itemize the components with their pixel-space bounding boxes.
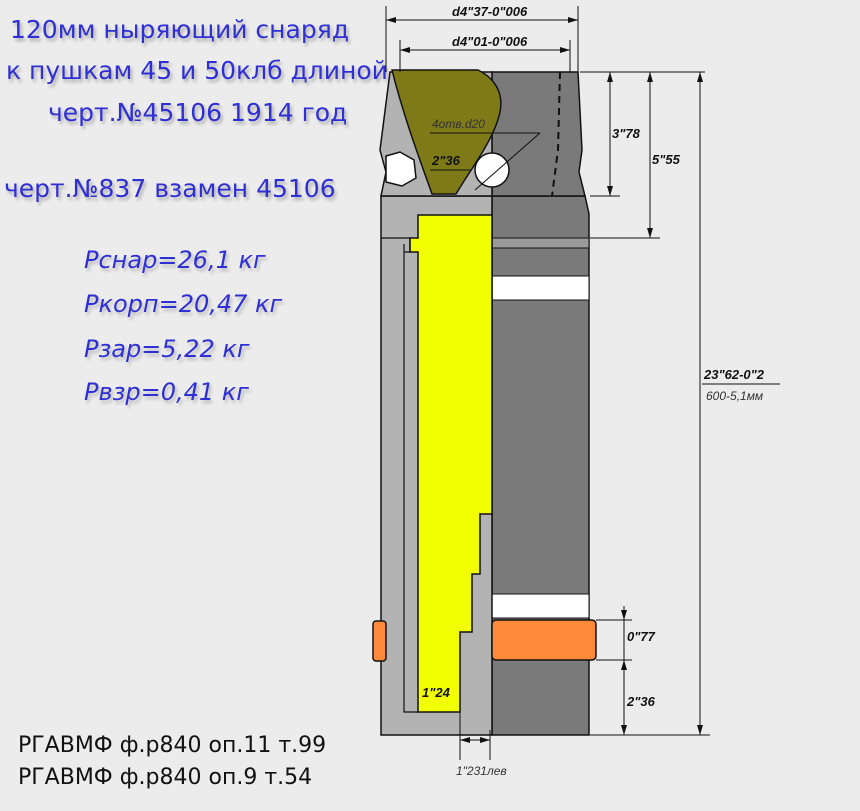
- weight-body: Pкорп=20,47 кг: [84, 290, 283, 318]
- dim-base-wall: 1"24: [422, 685, 451, 700]
- dim-base-offset: 1"231лев: [456, 764, 507, 778]
- weight-charge: Pзар=5,22 кг: [84, 335, 250, 363]
- vent-hole: [474, 152, 510, 188]
- weight-projectile: Pснар=26,1 кг: [84, 246, 266, 274]
- dim-top-inner: d4"01-0"006: [452, 34, 528, 49]
- dim-holes: 4отв.d20: [432, 117, 485, 131]
- hidden-contour: [551, 71, 561, 197]
- cavity-step: [381, 237, 411, 253]
- dim-band-to-base: 2"36: [626, 694, 656, 709]
- dim-head-height: 3"78: [612, 126, 641, 141]
- body-stripe-lower: [491, 593, 590, 619]
- driving-band-right: [491, 619, 597, 661]
- title-line-3: черт.№45106 1914 год: [48, 98, 348, 127]
- head-groove: [385, 151, 417, 187]
- weight-fuze: Pвзр=0,41 кг: [84, 378, 249, 406]
- body-stripe-top: [491, 237, 590, 249]
- archive-ref-2: РГАВМФ ф.р840 оп.9 т.54: [18, 765, 313, 790]
- dim-top-outer: d4"37-0"006: [452, 4, 528, 19]
- title-line-2: к пушкам 45 и 50клб длиной: [6, 56, 388, 85]
- title-line-4: черт.№837 взамен 45106: [4, 174, 336, 203]
- nose-cap: [391, 69, 502, 195]
- dim-angle: 2"36: [431, 153, 461, 168]
- cavity-liner: [403, 244, 418, 713]
- dim-total-length: 23"62-0"2: [703, 367, 765, 382]
- dim-head-total: 5"55: [652, 152, 681, 167]
- dim-band-width: 0"77: [627, 629, 656, 644]
- body-stripe-upper: [491, 275, 590, 301]
- driving-band-left: [372, 620, 387, 662]
- dim-total-length-mm: 600-5,1мм: [706, 389, 763, 403]
- archive-ref-1: РГАВМФ ф.р840 оп.11 т.99: [18, 733, 327, 758]
- title-line-1: 120мм ныряющий снаряд: [10, 15, 350, 44]
